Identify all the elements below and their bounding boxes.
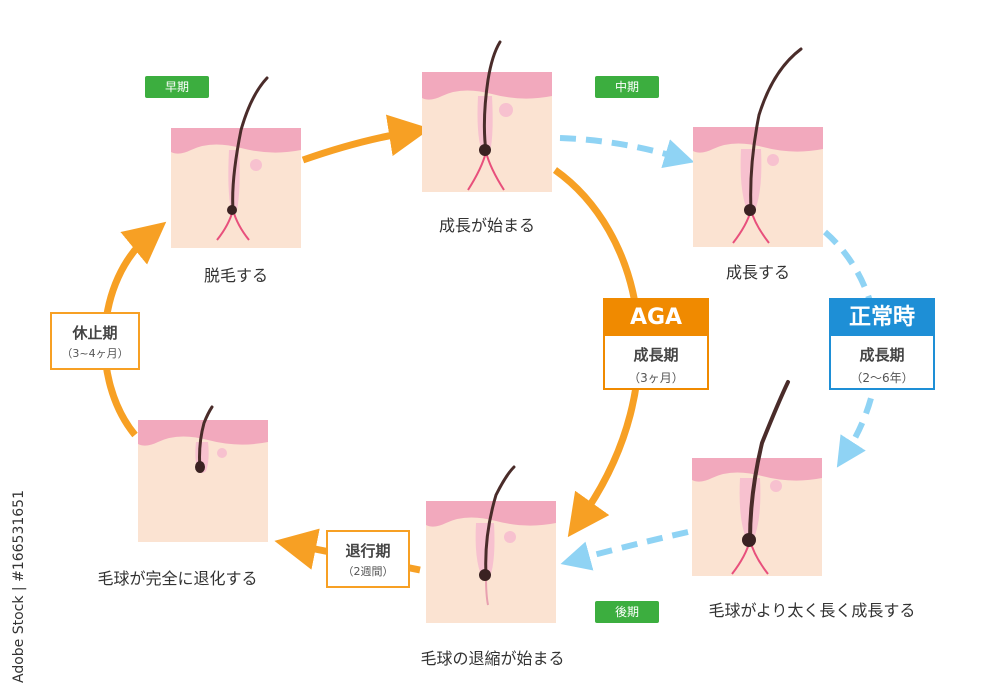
resting-sub: （3~4ヶ月） (61, 347, 129, 360)
arrow-blue-3 (560, 529, 689, 571)
caption-full-regression: 毛球が完全に退化する (97, 569, 258, 588)
normal-sub: （2～6年） (850, 371, 914, 385)
normal-title: 成長期 (859, 346, 905, 364)
aga-sub: （3ヶ月） (628, 371, 684, 385)
caption-regression-start: 毛球の退縮が始まる (420, 649, 565, 668)
hair-tile-growth (693, 47, 823, 247)
stock-credit: Adobe Stock | #166531651 (11, 490, 27, 683)
regression-sub: （2週間） (342, 565, 394, 578)
arrow-blue-1 (559, 135, 695, 169)
resting-phase-box: 休止期 （3~4ヶ月） (50, 312, 140, 370)
hair-tile-growth-start (422, 40, 552, 192)
regression-phase-box: 退行期 （2週間） (326, 530, 410, 588)
hair-tile-full-regression (138, 405, 268, 542)
tag-early: 早期 (145, 76, 209, 98)
tag-middle: 中期 (595, 76, 659, 98)
aga-header: AGA (605, 300, 707, 336)
caption-growth: 成長する (725, 263, 790, 282)
caption-shedding: 脱毛する (203, 266, 268, 285)
regression-title: 退行期 (345, 542, 391, 560)
normal-header: 正常時 (831, 300, 933, 336)
resting-title: 休止期 (72, 324, 118, 342)
caption-late-growth: 毛球がより太く長く成長する (708, 601, 916, 620)
caption-growth-start: 成長が始まる (438, 216, 535, 235)
aga-title: 成長期 (633, 346, 679, 364)
arrow-shedding-to-growth (301, 114, 431, 164)
hair-tile-regression-start (426, 465, 556, 623)
tag-late: 後期 (595, 601, 659, 623)
credit-text: Adobe Stock | #166531651 (11, 490, 27, 683)
aga-growth-box: AGA 成長期 （3ヶ月） (603, 298, 709, 390)
normal-growth-box: 正常時 成長期 （2～6年） (829, 298, 935, 390)
hair-tile-late-growth (692, 380, 822, 576)
hair-tile-shedding (171, 76, 301, 248)
